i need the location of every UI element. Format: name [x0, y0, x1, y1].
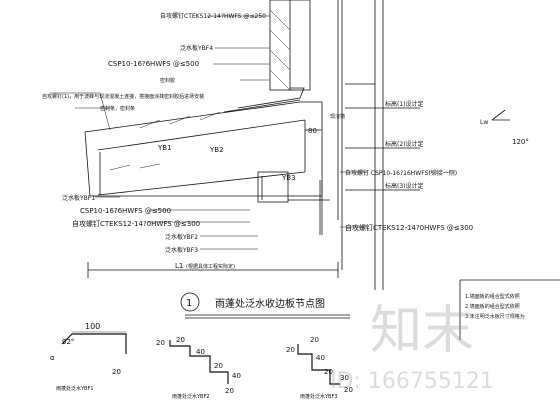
ybf2-dim-20a: 20: [156, 339, 165, 347]
callout-text-group: 自攻螺钉CTEKS12-14?HWFS @≤250 泛水板YBF4 CSP10-…: [42, 12, 529, 270]
label-rt3: 标高(3)设计定: [385, 182, 424, 190]
callout-csp-mid: CSP10-16?6HWFS @≤500: [80, 207, 171, 215]
callout-screw-top: 自攻螺钉CTEKS12-14?HWFS @≤250: [160, 12, 266, 20]
ybf3-label: 雨蓬处泛水YBF3: [300, 393, 338, 400]
callout-ybf2: 泛水板YBF2: [165, 233, 198, 241]
label-lw: Lw: [480, 119, 488, 126]
ybf2-dim-20c: 20: [214, 362, 223, 370]
label-yb1: YB1: [157, 144, 172, 152]
note-line-3: 3.未注明泛水板尺寸规格为: [465, 313, 525, 320]
callout-screw-bottom: 自攻螺钉CTEKS12-14?0HWFS @≤300: [72, 219, 200, 228]
title-circle: [180, 292, 200, 312]
leader-lines: [50, 15, 368, 250]
callout-ybf1: 泛水板YBF1: [62, 194, 95, 202]
callout-sealant: 密封胶: [160, 77, 175, 84]
ybf1-dim-92: 92°: [62, 338, 74, 346]
ybf3-dim-20b: 20: [310, 336, 319, 344]
title-number: 1: [186, 298, 192, 309]
structure-lines: [84, 0, 560, 340]
watermark: 知末 ID: 166755121: [330, 301, 494, 394]
ybf2-label: 雨蓬处泛水YBF2: [172, 393, 210, 400]
detail-ybf1: 100 92° α 20 雨蓬处泛水YBF1: [50, 322, 127, 392]
notes-block: 1.墙面板的组合型式依照 2.墙面板的组合型式依照 3.未注明泛水板尺寸规格为: [465, 293, 525, 320]
label-angle-120: 120°: [512, 138, 529, 146]
label-yb3: YB3: [281, 174, 296, 182]
ybf2-dim-20d: 20: [225, 387, 234, 395]
callout-ybf3: 泛水板YBF3: [165, 246, 198, 254]
ybf2-dim-20b: 20: [176, 336, 185, 344]
ybf2-dim-40b: 40: [232, 372, 241, 380]
title-block: 1 雨蓬处泛水收边板节点图: [180, 292, 325, 312]
ybf1-label: 雨蓬处泛水YBF1: [56, 385, 94, 392]
callout-ybf4: 泛水板YBF4: [180, 44, 213, 52]
detail-ybf3: 20 20 40 20 30 20 雨蓬处泛水YBF3: [286, 336, 353, 400]
note-line-2: 2.墙面板的组合型式依照: [465, 303, 520, 310]
label-rt1: 标高(1)设计定: [385, 100, 424, 108]
ybf3-dim-20a: 20: [286, 346, 295, 354]
dim-l1: L1: [175, 262, 183, 270]
label-wall: 现浇墙: [330, 113, 345, 120]
ybf1-dim-20: 20: [112, 368, 121, 376]
dim-80: 80: [308, 127, 317, 135]
callout-csp-top: CSP10-16?6HWFS @≤500: [108, 60, 199, 68]
ybf1-alpha: α: [50, 354, 55, 362]
ybf3-dim-20c: 20: [324, 368, 333, 376]
callout-fill: 密封条，密封条: [100, 105, 135, 112]
canopy-hatching: [109, 9, 291, 171]
callout-note-screw: 自攻螺钉(1)，用于波峰与现浇混凝土连接，搭接面涂抹密封胶后进场安装: [42, 93, 204, 100]
ybf3-dim-40: 40: [316, 354, 325, 362]
detail-ybf2: 20 20 40 20 40 20 雨蓬处泛水YBF2: [156, 336, 241, 400]
watermark-id: ID: 166755121: [330, 369, 494, 394]
callout-right-csp: 自攻螺钉 CSP10-16?16HWFS(铆接一侧): [345, 169, 457, 177]
label-yb2: YB2: [209, 146, 224, 154]
ybf3-dim-30: 30: [340, 374, 349, 382]
label-rt2: 标高(2)设计定: [385, 140, 424, 148]
ybf2-dim-40: 40: [196, 348, 205, 356]
ybf3-dim-20d: 20: [344, 386, 353, 394]
watermark-logo: 知末: [370, 301, 474, 361]
callout-right-screw: 自攻螺钉CTEKS12-14?0HWFS @≤300: [345, 223, 473, 232]
title-text: 雨蓬处泛水收边板节点图: [215, 297, 325, 310]
ybf1-dim-100: 100: [85, 322, 100, 331]
dim-l1-note: (根据具体工程实际定): [186, 263, 235, 270]
note-line-1: 1.墙面板的组合型式依照: [465, 293, 520, 300]
